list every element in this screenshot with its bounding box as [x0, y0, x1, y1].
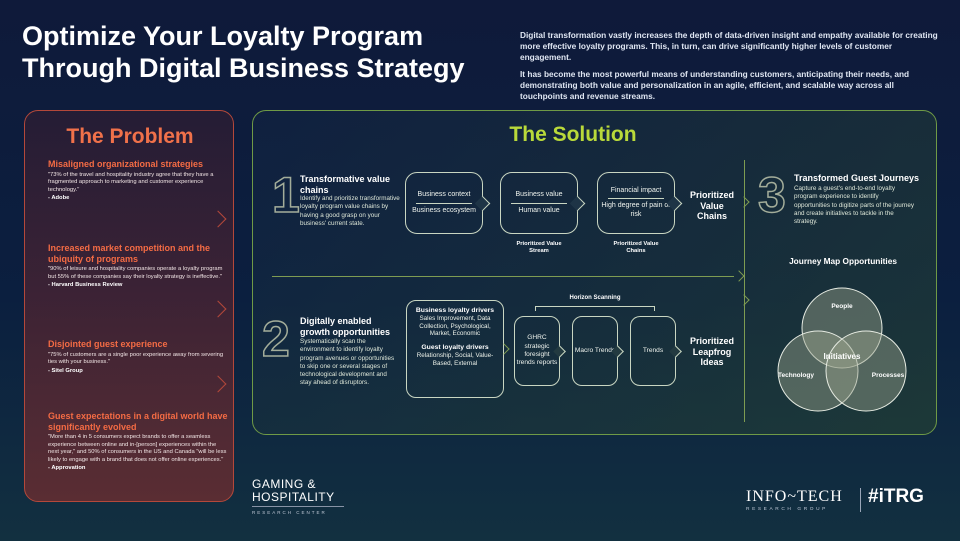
value-chain-chevron: Business context Business ecosystem [405, 172, 483, 234]
horizon-scanning-label: Horizon Scanning [569, 295, 621, 301]
business-drivers-text: Sales Improvement, Data Collection, Psyc… [419, 314, 491, 338]
step-number-1: 1 [271, 167, 300, 223]
chevron-bottom-text: Human value [518, 206, 560, 214]
step1-heading: Transformative value chains [300, 174, 391, 195]
step2-heading: Digitally enabled growth opportunities [300, 316, 390, 337]
info-tech-subtitle: RESEARCH GROUP [746, 507, 828, 512]
itrg-logo: #iTRG [868, 486, 924, 507]
step1-result: Prioritized Value Chains [689, 190, 734, 221]
solution-title: The Solution [509, 123, 637, 146]
problem-source: - Sitel Group [48, 367, 83, 374]
chevron-separator [511, 202, 567, 204]
problem-heading: Increased market competition and the ubi… [48, 243, 211, 264]
problem-heading: Disjointed guest experience [48, 339, 168, 349]
venn-label-processes: Processes [872, 372, 905, 379]
logo-line-2: HOSPITALITY [252, 490, 335, 504]
chevron-caption: Prioritized Value Chains [613, 241, 659, 255]
loyalty-drivers-box: Business loyalty drivers Sales Improveme… [406, 300, 504, 398]
problem-quote: "75% of customers are a single poor expe… [48, 351, 224, 366]
problem-item: Increased market competition and the ubi… [48, 243, 228, 288]
problem-quote: "More than 4 in 5 consumers expect brand… [48, 434, 227, 463]
guest-drivers-text: Relationship, Social, Value-Based, Exter… [416, 351, 494, 367]
problem-source: - Harvard Business Review [48, 282, 123, 289]
horizon-bracket [535, 306, 655, 311]
chevron-separator [608, 198, 664, 200]
problem-heading: Misaligned organizational strategies [48, 159, 204, 169]
step3-heading: Transformed Guest Journeys [794, 173, 920, 183]
chevron-top-text: Business context [417, 191, 471, 198]
horizon-item: Trends [630, 316, 676, 386]
problem-quote: "73% of the travel and hospitality indus… [48, 171, 214, 193]
venn-label-initiatives: Initiatives [824, 352, 861, 361]
gaming-hospitality-logo: GAMING & HOSPITALITY RESEARCH CENTER [252, 478, 362, 515]
solution-divider-vertical [744, 160, 745, 422]
horizon-item: GHRC strategic foresight trends reports [514, 316, 560, 386]
problem-source: - Approvation [48, 465, 86, 472]
problem-title: The Problem [66, 125, 194, 148]
problem-item: Disjointed guest experience "75% of cust… [48, 339, 228, 374]
value-chain-chevron: Financial impact High degree of pain or … [597, 172, 675, 234]
chevron-separator [416, 202, 472, 204]
problem-panel: The Problem Misaligned organizational st… [24, 110, 234, 502]
step1-description: Identify and prioritize transformative l… [300, 195, 400, 227]
venn-circle-technology [777, 330, 859, 412]
chevron-top-text: Business value [515, 191, 563, 198]
logo-line-1: GAMING & [252, 477, 317, 491]
venn-diagram: People Technology Processes Initiatives [777, 287, 907, 412]
venn-label-people: People [831, 303, 853, 310]
intro-paragraph-1: Digital transformation vastly increases … [520, 30, 938, 62]
problem-item: Guest expectations in a digital world ha… [48, 411, 228, 471]
info-tech-logo: INFO~TECH RESEARCH GROUP [746, 488, 843, 512]
venn-circle-people [801, 287, 883, 369]
solution-divider-horizontal [272, 276, 734, 277]
value-chain-chevron: Business value Human value [500, 172, 578, 234]
step2-result: Prioritized Leapfrog Ideas [689, 336, 734, 367]
horizon-item: Macro Trends [572, 316, 618, 386]
venn-label-technology: Technology [778, 372, 814, 379]
business-drivers-title: Business loyalty drivers [415, 307, 495, 314]
venn-title: Journey Map Opportunities [789, 256, 897, 266]
logo-line-3: RESEARCH CENTER [252, 510, 327, 515]
problem-item: Misaligned organizational strategies "73… [48, 159, 228, 201]
page-title: Optimize Your Loyalty Program Through Di… [22, 21, 465, 83]
problem-heading: Guest expectations in a digital world ha… [48, 411, 228, 432]
step2-description: Systematically scan the environment to i… [300, 338, 395, 387]
chevron-bottom-text: High degree of pain or risk [601, 202, 671, 218]
logo-divider [860, 488, 861, 512]
chevron-caption: Prioritized Value Stream [516, 241, 562, 255]
step-number-3: 3 [757, 167, 786, 223]
intro-paragraph-2: It has become the most powerful means of… [520, 69, 910, 101]
problem-quote: "90% of leisure and hospitality companie… [48, 266, 223, 280]
chevron-bottom-text: Business ecosystem [412, 206, 476, 214]
step-number-2: 2 [261, 311, 290, 367]
chevron-top-text: Financial impact [610, 186, 662, 194]
problem-source: - Adobe [48, 195, 70, 202]
venn-circle-processes [825, 330, 907, 412]
info-tech-wordmark: INFO~TECH [746, 488, 843, 505]
step3-description: Capture a guest's end-to-end loyalty pro… [794, 185, 915, 226]
intro-text: Digital transformation vastly increases … [520, 30, 940, 108]
guest-drivers-title: Guest loyalty drivers [421, 344, 489, 352]
